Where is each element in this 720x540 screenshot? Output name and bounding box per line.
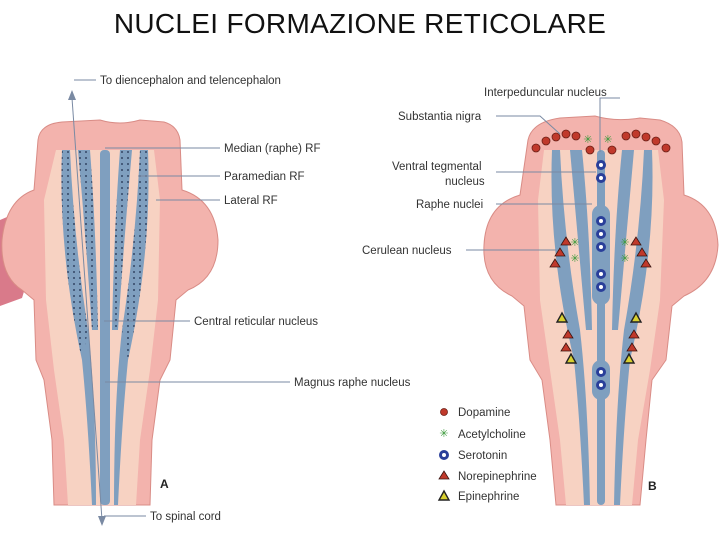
arrow-down-icon xyxy=(98,516,106,526)
label-cerulean-nucleus: Cerulean nucleus xyxy=(362,245,452,257)
legend-dopamine-icon xyxy=(440,408,448,416)
svg-text:✳: ✳ xyxy=(570,236,579,249)
serotonin-markers xyxy=(596,160,606,390)
label-median-rf: Median (raphe) RF xyxy=(224,143,321,155)
page-title: NUCLEI FORMAZIONE RETICOLARE xyxy=(113,8,607,39)
panel-a: To diencephalon and telencephalon Median… xyxy=(0,75,411,526)
legend-label-epinephrine: Epinephrine xyxy=(458,491,519,503)
legend: ✳ Dopamine Acetylcholine Serotonin Norep… xyxy=(437,407,537,503)
acetylcholine-markers: ✳ ✳ ✳ ✳ ✳ ✳ xyxy=(570,133,629,265)
label-to-diencephalon: To diencephalon and telencephalon xyxy=(100,75,281,87)
panel-letter-a: A xyxy=(160,477,169,491)
label-ventral-tegmental-2: nucleus xyxy=(445,176,485,188)
legend-label-serotonin: Serotonin xyxy=(458,450,507,462)
svg-text:✳: ✳ xyxy=(583,133,592,146)
label-raphe-nuclei: Raphe nuclei xyxy=(416,199,483,211)
dopamine-markers xyxy=(531,129,671,155)
epinephrine-markers xyxy=(555,311,643,364)
svg-text:✳: ✳ xyxy=(570,252,579,265)
label-lateral-rf: Lateral RF xyxy=(224,195,278,207)
panel-letter-b: B xyxy=(648,479,657,493)
legend-label-dopamine: Dopamine xyxy=(458,407,510,419)
label-interpeduncular: Interpeduncular nucleus xyxy=(484,87,607,99)
label-magnus-raphe: Magnus raphe nucleus xyxy=(294,377,411,389)
legend-acetylcholine-icon: ✳ xyxy=(439,427,448,440)
leader-lines-a xyxy=(74,79,290,517)
legend-epinephrine-icon xyxy=(437,489,451,501)
leader-lines-b xyxy=(466,97,620,251)
columns-b xyxy=(551,150,653,505)
panel-b: ✳ ✳ ✳ ✳ ✳ ✳ xyxy=(362,87,719,506)
legend-label-norepinephrine: Norepinephrine xyxy=(458,471,537,483)
legend-norepinephrine-icon xyxy=(438,470,450,480)
label-to-spinal-cord: To spinal cord xyxy=(150,511,221,523)
norepinephrine-markers xyxy=(549,236,652,352)
svg-text:✳: ✳ xyxy=(620,252,629,265)
label-central-reticular: Central reticular nucleus xyxy=(194,316,318,328)
reticular-columns-a xyxy=(61,150,149,505)
label-paramedian-rf: Paramedian RF xyxy=(224,171,305,183)
label-ventral-tegmental: Ventral tegmental xyxy=(392,161,482,173)
svg-text:✳: ✳ xyxy=(620,236,629,249)
arrow-up-icon xyxy=(68,90,76,100)
axis-arrow-line xyxy=(71,97,103,521)
legend-serotonin-icon xyxy=(439,450,449,460)
legend-label-acetylcholine: Acetylcholine xyxy=(458,429,526,441)
svg-text:✳: ✳ xyxy=(603,133,612,146)
label-substantia-nigra: Substantia nigra xyxy=(398,111,482,123)
